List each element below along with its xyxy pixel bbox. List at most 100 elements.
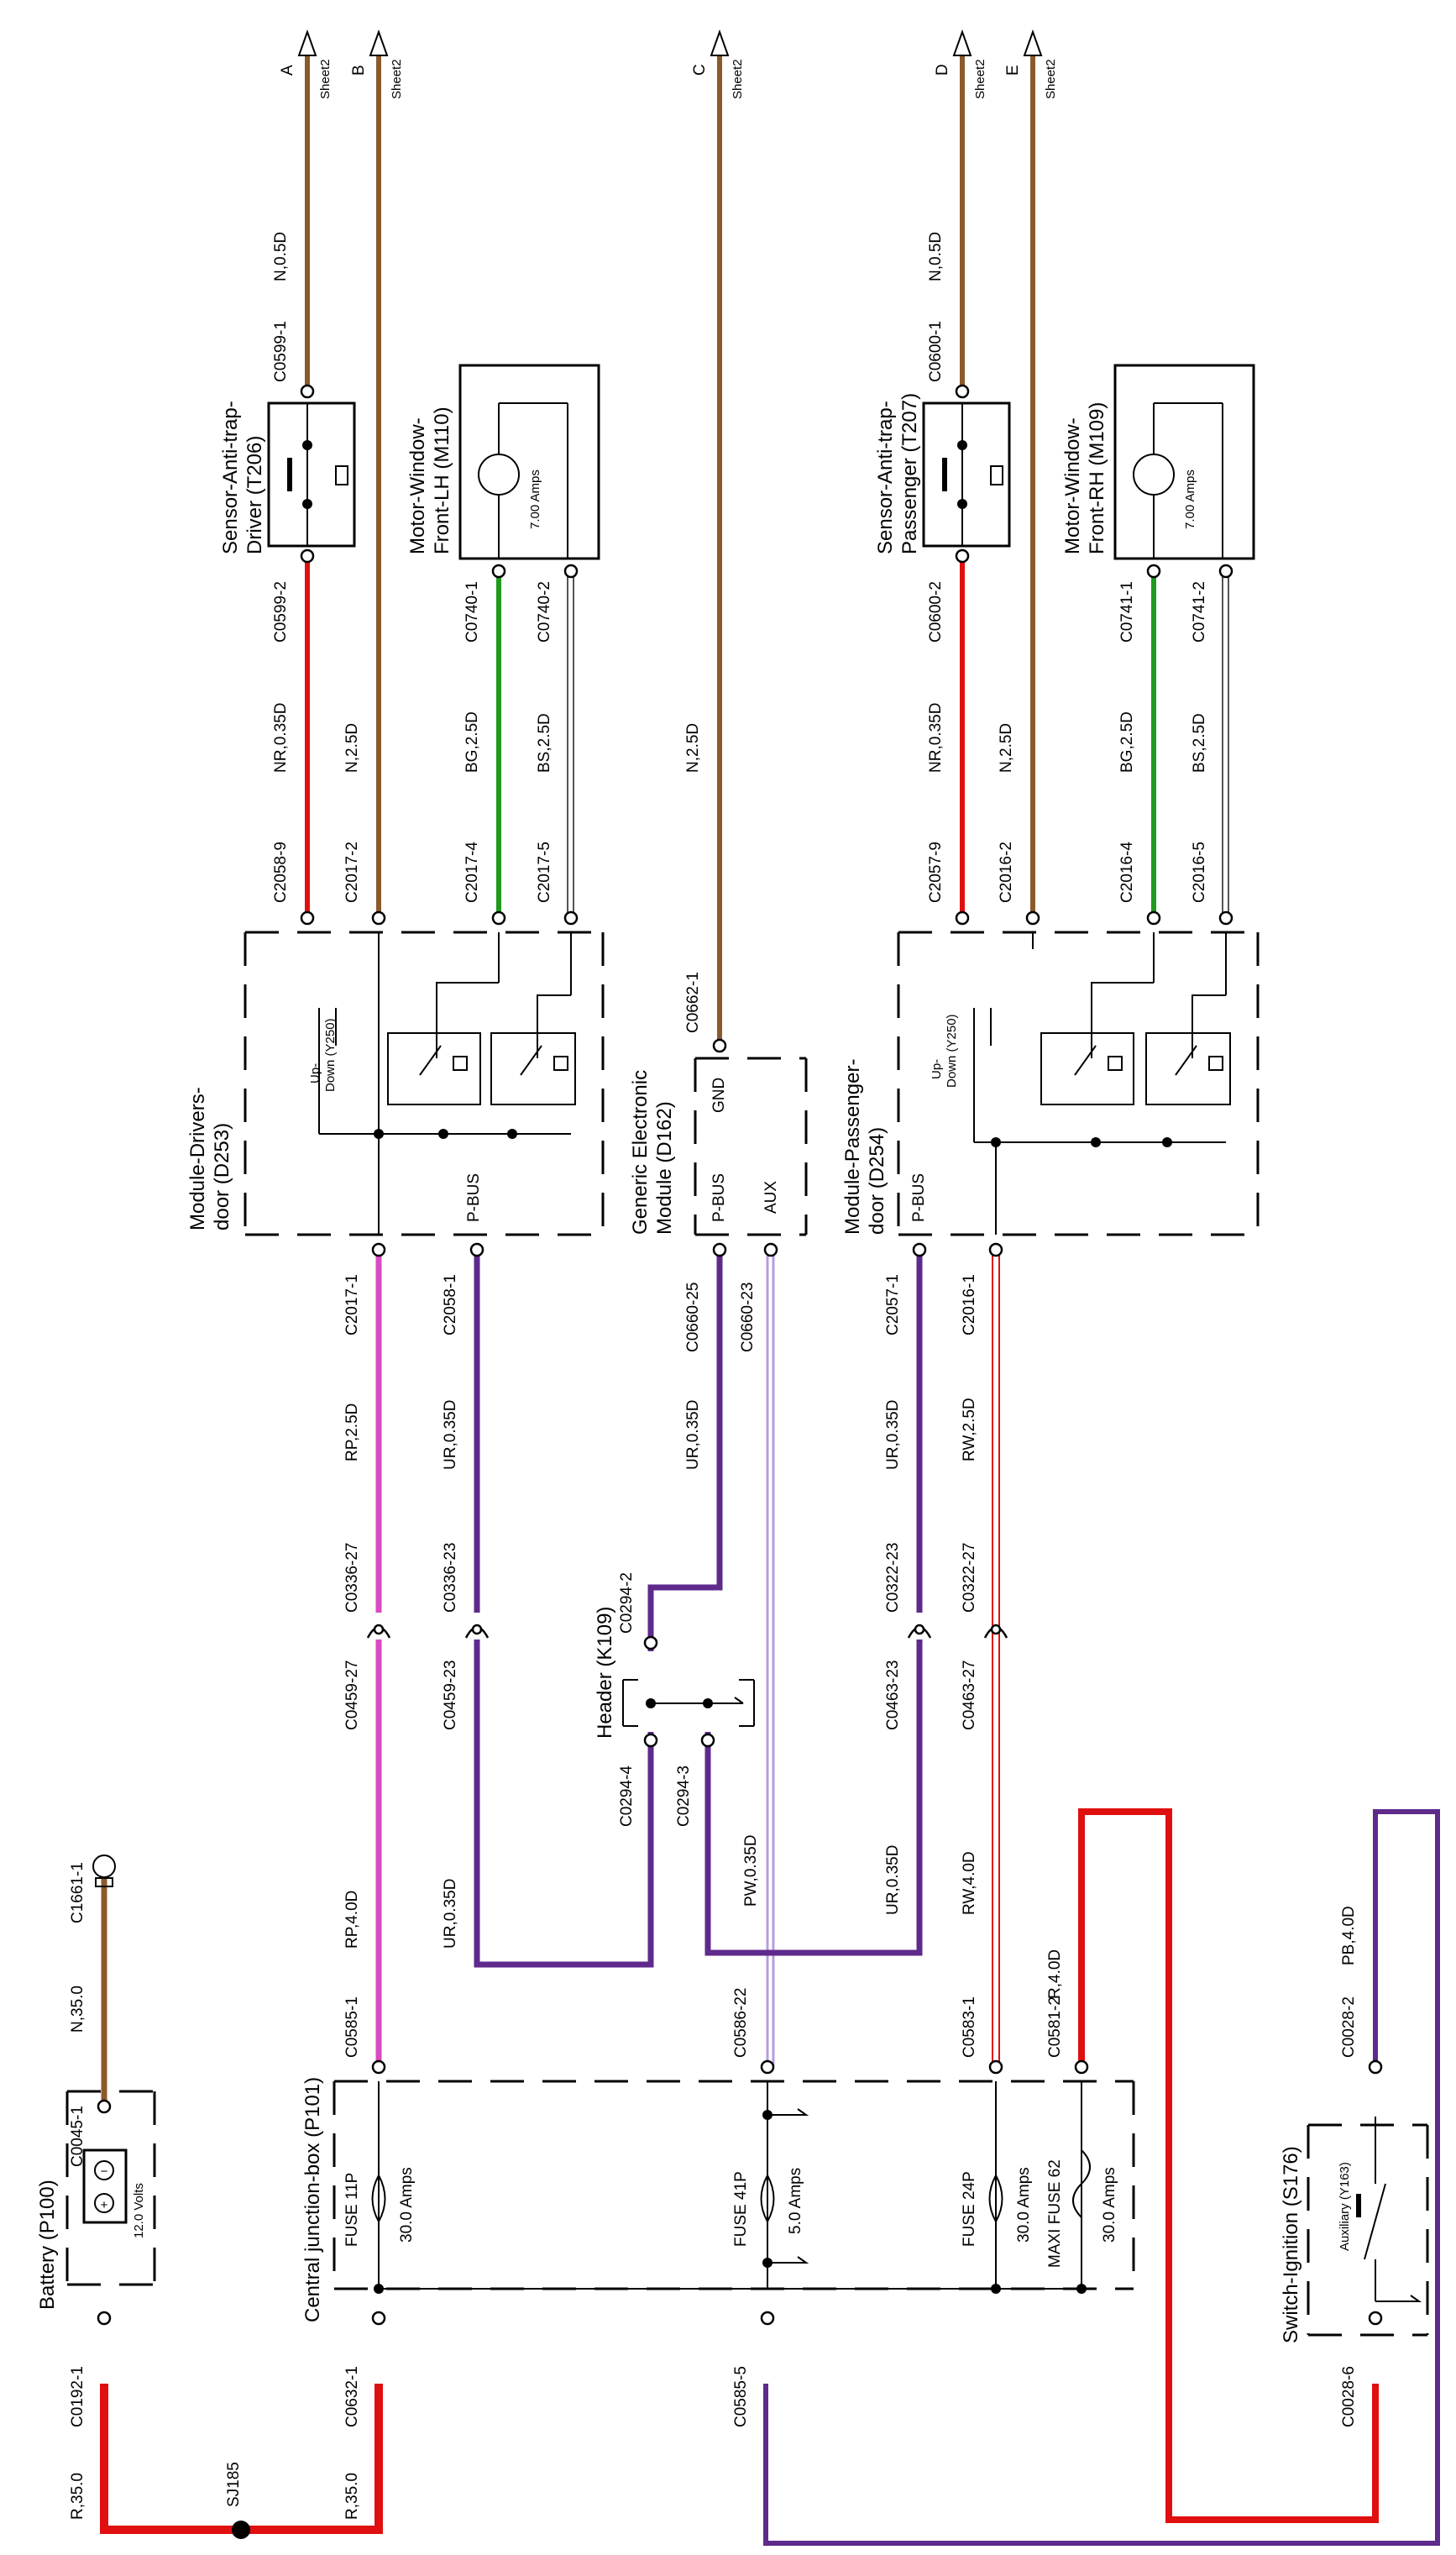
motor-rh-title-1: Motor-Window- [1061,417,1084,554]
wl-rp25: RP,2.5D [343,1403,361,1461]
lbl-c0585-5: C0585-5 [732,2366,750,2427]
lbl-c0463-23: C0463-23 [884,1660,902,1730]
conn-c0599-2 [300,548,315,564]
module-pass-title-1: Module-Passenger- [841,1059,864,1235]
fuse-11p-rating: 30.0 Amps [398,2167,416,2243]
inline-connectors [366,1624,1008,1639]
wl-bg25-b: BG,2.5D [1118,711,1136,773]
conn-c0600-1 [955,384,970,399]
battery-volts: 12.0 Volts [132,2183,146,2238]
wl-bg25-a: BG,2.5D [464,711,481,773]
lbl-c0336-27: C0336-27 [343,1543,361,1613]
sheet-ref-c-letter: C [691,64,709,76]
fuse-11p-name: FUSE 11P [343,2173,361,2247]
lbl-c2017-5: C2017-5 [536,842,553,903]
fuse-24p-name: FUSE 24P [961,2171,978,2247]
wire-ur035-header-loop [474,1640,654,1968]
conn-c0294-2 [643,1635,658,1650]
cjb-component [333,2080,1135,2294]
conn-c0660-25 [712,1242,727,1257]
module-pass-title-2: door (D254) [866,1127,888,1235]
wl-pb40: PB,4.0D [1340,1906,1358,1965]
sensor-passenger-component [922,401,1011,548]
fuse-41p-name: FUSE 41P [732,2171,750,2247]
lbl-c0599-2: C0599-2 [272,581,290,643]
gem-aux: AUX [762,1181,780,1214]
wl-bs25-a: BS,2.5D [536,713,553,773]
conn-c2057-1 [912,1242,927,1257]
maxi-fuse-name: MAXI FUSE 62 [1046,2159,1064,2268]
module-pass-down: Down (Y250) [945,1014,959,1088]
conn-c0581 [1074,2059,1089,2075]
lbl-c0586-22: C0586-22 [732,1988,750,2058]
sheet-ref-b-sheet: Sheet2 [390,59,404,99]
sensor-pass-title-2: Passenger (T207) [898,393,921,554]
ground-eyelet-icon [92,1855,116,1887]
fuse-24p-rating: 30.0 Amps [1015,2167,1033,2243]
lbl-c2016-1: C2016-1 [961,1274,978,1335]
conn-c0741-2 [1218,564,1233,579]
sensor-driver-title-1: Sensor-Anti-trap- [219,401,242,554]
switch-ignition-title: Switch-Ignition (S176) [1280,2146,1302,2343]
module-passenger-door-component [897,931,1260,1236]
wire-r40 [1078,1808,1379,2523]
lbl-c0740-1: C0740-1 [464,581,481,643]
sheet-ref-c-sheet: Sheet2 [731,59,745,99]
wl-ur035-c: UR,0.35D [442,1400,459,1470]
conn-c0660-23 [763,1242,778,1257]
lbl-c2016-2: C2016-2 [998,842,1015,903]
conn-c0740-2 [563,564,579,579]
wl-rw40: RW,4.0D [961,1851,978,1915]
maxi-fuse-rating: 30.0 Amps [1101,2167,1118,2243]
wl-r40: R,4.0D [1046,1949,1064,1999]
svg-text:+: + [101,2198,108,2212]
sheet-ref-d-sheet: Sheet2 [973,59,987,99]
conn-c0583 [988,2059,1003,2075]
motor-lh-title-1: Motor-Window- [406,417,429,554]
motor-lh-rating: 7.00 Amps [528,470,542,529]
lbl-c0660-25: C0660-25 [684,1283,702,1352]
wl-pw035: PW,0.35D [742,1834,760,1907]
conn-c2016-1 [988,1242,1003,1257]
sheet-ref-e-sheet: Sheet2 [1044,59,1058,99]
wl-nr035-a: NR,0.35D [272,703,290,773]
conn-c2016-4 [1146,910,1161,926]
motor-lh-title-2: Front-LH (M110) [431,407,453,554]
wl-rw25: RW,2.5D [961,1398,978,1461]
lbl-c0660-23: C0660-23 [739,1283,757,1352]
conn-c2017-5 [563,910,579,926]
wl-rp40: RP,4.0D [343,1891,361,1949]
conn-c0599-1 [300,384,315,399]
lbl-c2017-4: C2017-4 [464,842,481,903]
lbl-c0192-1: C0192-1 [69,2366,86,2427]
conn-c0028-6 [1368,2311,1383,2326]
sensor-driver-title-2: Driver (T206) [244,436,266,554]
sensor-driver-component [267,401,356,548]
lbl-c0581-2: C0581-2 [1046,1996,1064,2058]
lbl-c0741-1: C0741-1 [1118,581,1136,643]
conn-c2017-2 [371,910,386,926]
wl-ur035-e: UR,0.35D [884,1400,902,1470]
conn-c0585-1 [371,2059,386,2075]
conn-c0600-2 [955,548,970,564]
battery-component: + − [65,2090,156,2286]
lbl-c0463-27: C0463-27 [961,1660,978,1730]
lbl-c0322-27: C0322-27 [961,1543,978,1613]
gem-title-2: Module (D162) [653,1101,676,1235]
lbl-c2058-9: C2058-9 [272,842,290,903]
wire-pb40 [763,1809,1440,2546]
conn-c0632 [371,2311,386,2326]
fuse-41p-rating: 5.0 Amps [787,2168,804,2234]
conn-c2058-9 [300,910,315,926]
sheet-arrows [297,29,1043,56]
lbl-c2058-1: C2058-1 [442,1274,459,1335]
conn-c0028-2 [1368,2059,1383,2075]
svg-text:−: − [101,2164,108,2179]
wl-r350-cjb: R,35.0 [343,2473,361,2520]
lbl-c0028-6: C0028-6 [1340,2366,1358,2427]
motor-lh-component [458,364,600,560]
lbl-c0662-1: C0662-1 [684,972,702,1033]
lbl-c2057-1: C2057-1 [884,1274,902,1335]
